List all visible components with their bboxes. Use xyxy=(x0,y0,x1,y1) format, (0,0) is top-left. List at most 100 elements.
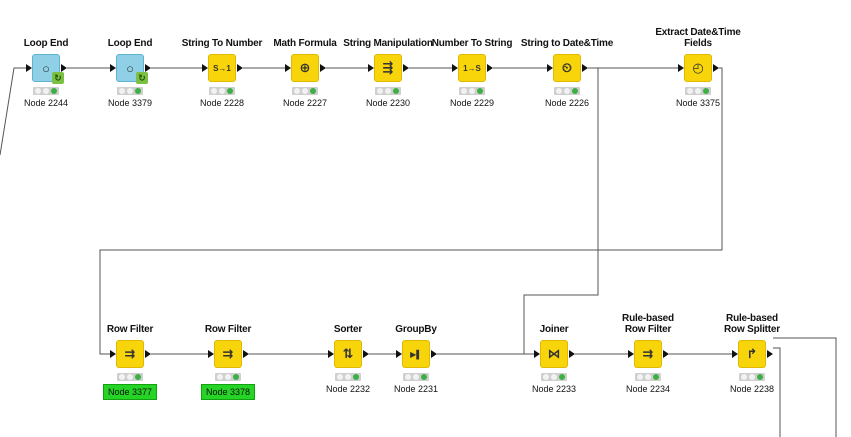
node-label[interactable]: Node 2231 xyxy=(356,384,476,394)
output-port-icon[interactable] xyxy=(663,350,669,358)
input-port-icon[interactable] xyxy=(368,64,374,72)
input-port-icon[interactable] xyxy=(534,350,540,358)
output-port-icon[interactable] xyxy=(243,350,249,358)
connection-line[interactable] xyxy=(773,347,781,437)
output-port-icon[interactable] xyxy=(320,64,326,72)
status-off-dot xyxy=(127,374,133,380)
input-port-icon[interactable] xyxy=(26,64,32,72)
output-port-icon[interactable] xyxy=(767,350,773,358)
input-port-icon[interactable] xyxy=(452,64,458,72)
status-traffic-light xyxy=(292,87,318,95)
node-icon[interactable]: ⇅ xyxy=(334,340,362,368)
node-icon[interactable]: ↱ xyxy=(738,340,766,368)
node-label[interactable]: Node 2232 xyxy=(288,384,408,394)
status-off-dot xyxy=(385,88,391,94)
status-off-dot xyxy=(302,88,308,94)
node-label[interactable]: Node 2234 xyxy=(588,384,708,394)
input-port-icon[interactable] xyxy=(732,350,738,358)
node-icon[interactable]: ⋈ xyxy=(540,340,568,368)
node-label[interactable]: Node 3378 xyxy=(168,384,288,400)
connection-line[interactable] xyxy=(0,67,26,156)
input-port-icon[interactable] xyxy=(110,350,116,358)
node-label[interactable]: Node 3379 xyxy=(70,98,190,108)
output-port-icon[interactable] xyxy=(569,350,575,358)
node-label[interactable]: Node 2229 xyxy=(412,98,532,108)
node-title-line: String to Date&Time xyxy=(520,38,614,49)
input-port-icon[interactable] xyxy=(547,64,553,72)
node-glyph-icon: ○ xyxy=(126,60,134,76)
node-label[interactable]: Node 2244 xyxy=(0,98,106,108)
status-off-dot xyxy=(695,88,701,94)
node-glyph-icon: ⇶ xyxy=(382,60,394,75)
node-label-text: Node 2231 xyxy=(393,384,439,394)
loop-badge-icon: ↻ xyxy=(52,72,64,84)
status-green-dot xyxy=(477,88,483,94)
node-icon[interactable]: ⊕ xyxy=(291,54,319,82)
output-port-icon[interactable] xyxy=(237,64,243,72)
output-port-icon[interactable] xyxy=(145,350,151,358)
input-port-icon[interactable] xyxy=(328,350,334,358)
output-port-icon[interactable] xyxy=(713,64,719,72)
node-title-line: Rule-based xyxy=(622,313,674,324)
input-port-icon[interactable] xyxy=(285,64,291,72)
node-title-line: Math Formula xyxy=(273,38,337,49)
output-port-icon[interactable] xyxy=(582,64,588,72)
connection-line[interactable] xyxy=(523,67,599,355)
node-icon[interactable]: ⇶ xyxy=(374,54,402,82)
node-title-line: String Manipulation xyxy=(343,38,433,49)
node-icon[interactable]: ⏲ xyxy=(553,54,581,82)
status-off-dot xyxy=(741,374,747,380)
input-port-icon[interactable] xyxy=(628,350,634,358)
node-icon[interactable]: S→1 xyxy=(208,54,236,82)
node-glyph-icon: S→1 xyxy=(213,63,231,73)
input-port-icon[interactable] xyxy=(678,64,684,72)
status-green-dot xyxy=(757,374,763,380)
node-icon[interactable]: ⇉ xyxy=(116,340,144,368)
node-glyph-icon: ↱ xyxy=(746,346,758,361)
status-green-dot xyxy=(135,374,141,380)
node-glyph-icon: ⇅ xyxy=(342,346,354,361)
output-port-icon[interactable] xyxy=(403,64,409,72)
node-glyph-icon: ◴ xyxy=(692,60,704,75)
node-title: Row Filter xyxy=(70,324,190,335)
node-label[interactable]: Node 2233 xyxy=(494,384,614,394)
node-label[interactable]: Node 2226 xyxy=(507,98,627,108)
input-port-icon[interactable] xyxy=(208,350,214,358)
node-title: Sorter xyxy=(288,324,408,335)
status-traffic-light xyxy=(403,373,429,381)
input-port-icon[interactable] xyxy=(110,64,116,72)
node-label[interactable]: Node 3375 xyxy=(638,98,758,108)
node-title: GroupBy xyxy=(356,324,476,335)
input-port-icon[interactable] xyxy=(396,350,402,358)
output-port-icon[interactable] xyxy=(487,64,493,72)
status-off-dot xyxy=(749,374,755,380)
node-title-line: Number To String xyxy=(431,38,513,49)
output-port-icon[interactable] xyxy=(363,350,369,358)
node-label[interactable]: Node 2238 xyxy=(692,384,812,394)
node-icon[interactable]: ⇉ xyxy=(214,340,242,368)
node-label[interactable]: Node 2230 xyxy=(328,98,448,108)
output-port-icon[interactable] xyxy=(145,64,151,72)
node-label[interactable]: Node 2227 xyxy=(245,98,365,108)
output-port-icon[interactable] xyxy=(61,64,67,72)
node-icon[interactable]: ▶▌ xyxy=(402,340,430,368)
node-icon[interactable]: ◴ xyxy=(684,54,712,82)
connection-line[interactable] xyxy=(773,337,837,437)
node-icon[interactable]: 1→S xyxy=(458,54,486,82)
status-off-dot xyxy=(645,374,651,380)
connection-line[interactable] xyxy=(99,67,723,355)
input-port-icon[interactable] xyxy=(202,64,208,72)
node-glyph-icon: ○ xyxy=(42,60,50,76)
status-green-dot xyxy=(353,374,359,380)
status-traffic-light xyxy=(554,87,580,95)
node-title-line: GroupBy xyxy=(395,324,437,335)
node-label[interactable]: Node 2228 xyxy=(162,98,282,108)
output-port-icon[interactable] xyxy=(431,350,437,358)
status-traffic-light xyxy=(117,87,143,95)
status-off-dot xyxy=(127,88,133,94)
node-icon[interactable]: ⇉ xyxy=(634,340,662,368)
node-label[interactable]: Node 3377 xyxy=(70,384,190,400)
status-green-dot xyxy=(233,374,239,380)
